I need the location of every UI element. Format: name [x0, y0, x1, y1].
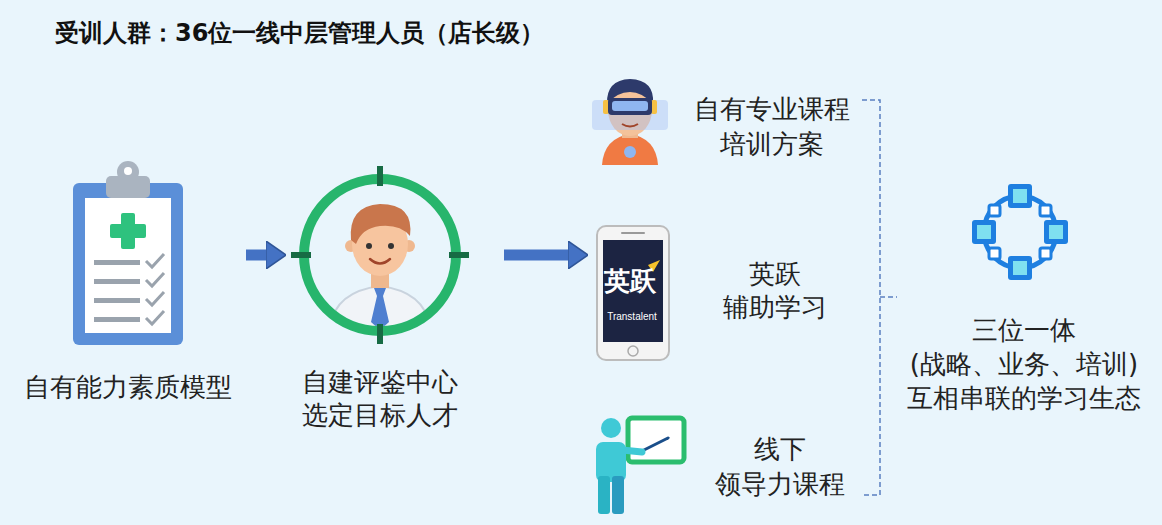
- clipboard-icon-part: [146, 292, 164, 305]
- clipboard-icon-part: [94, 298, 140, 303]
- clipboard-icon-part: [146, 254, 164, 267]
- clipboard-icon-part: [73, 183, 183, 345]
- null-part: [330, 204, 430, 330]
- icon-node: 自有能力素质模型: [15, 170, 242, 410]
- dashed-bracket: [862, 100, 897, 495]
- diagram-title: 受训人群：36位一线中层管理人员（店长级）: [55, 17, 544, 49]
- chain-icon-part: [1008, 256, 1032, 280]
- screen-label: Transtalent: [607, 311, 657, 322]
- phone-icon-part: [597, 226, 669, 360]
- node-caption: 线下 领导力课程: [700, 432, 860, 502]
- null-part-part: [388, 243, 394, 249]
- phone-icon-part: [628, 346, 638, 356]
- vr-person-icon-part: [622, 124, 638, 127]
- clipboard-icon: [73, 161, 183, 345]
- target-person-icon-part: [377, 166, 383, 186]
- target-person-icon: [291, 166, 469, 344]
- clipboard-icon-part: [146, 311, 164, 324]
- icon-node: 自有专业课程 培训方案: [585, 65, 870, 172]
- icon-node: 自建评鉴中心 选定目标人才: [290, 170, 500, 440]
- vr-person-icon-part: [602, 134, 658, 165]
- teacher-icon-part: [596, 442, 626, 482]
- phone-icon-part: [603, 240, 663, 342]
- clipboard-icon-part: [146, 273, 164, 286]
- target-person-icon-part: [377, 324, 383, 344]
- null-part-part: [370, 259, 390, 264]
- chain-icon-part: [977, 225, 991, 239]
- clipboard-icon-part: [94, 260, 140, 265]
- clipboard-icon-part: [94, 279, 140, 284]
- null-part-part: [351, 204, 411, 244]
- flow-arrow: [504, 250, 568, 261]
- chain-icon-part: [1008, 184, 1032, 208]
- node-caption: 自有能力素质模型: [17, 370, 238, 404]
- icon-node: 线下 领导力课程: [585, 410, 870, 518]
- chain-icon-part: [972, 220, 996, 244]
- phone-icon: [597, 226, 669, 360]
- vr-person-icon-part: [624, 146, 636, 158]
- null-part-part: [371, 288, 389, 330]
- chain-icon: [972, 184, 1068, 280]
- vr-person-icon-part: [612, 101, 648, 111]
- flow-arrow: [246, 250, 266, 261]
- dashed-bracket-part: [862, 100, 880, 495]
- vr-person-icon-part: [608, 98, 652, 115]
- target-person-icon-part: [291, 252, 311, 258]
- teacher-icon: [596, 418, 684, 514]
- clipboard-icon-part: [110, 224, 146, 238]
- chain-icon-part: [989, 248, 1000, 259]
- clipboard-icon-part: [106, 176, 150, 198]
- dashed-bracket-part: [880, 296, 897, 298]
- clipboard-icon-part: [85, 198, 171, 333]
- vr-person-icon: [592, 79, 668, 165]
- target-person-icon-part: [449, 252, 469, 258]
- node-caption: 英跃 辅助学习: [700, 258, 850, 324]
- target-person-icon-part: [304, 179, 456, 331]
- chain-icon-part: [1013, 261, 1027, 275]
- teacher-icon-part: [601, 418, 621, 438]
- chain-icon-part: [1044, 220, 1068, 244]
- icon-node: 三位一体 (战略、业务、培训) 互相串联的学习生态: [895, 170, 1158, 420]
- screen-label: 英跃: [604, 264, 656, 299]
- node-caption: 自建评鉴中心 选定目标人才: [295, 366, 465, 432]
- node-caption: 三位一体 (战略、业务、培训) 互相串联的学习生态: [897, 313, 1151, 415]
- clipboard-icon-part: [124, 167, 132, 175]
- teacher-icon-part: [612, 476, 624, 514]
- teacher-icon-part: [598, 476, 610, 514]
- chain-icon-part: [1013, 189, 1027, 203]
- chain-icon-part: [1040, 248, 1051, 259]
- phone-icon-part: [622, 232, 644, 234]
- clipboard-icon-part: [94, 317, 140, 322]
- chain-icon-part: [1049, 225, 1063, 239]
- teacher-icon-part: [628, 418, 684, 462]
- chain-icon-part: [989, 205, 1000, 216]
- null-part-part: [366, 243, 372, 249]
- node-caption: 自有专业课程 培训方案: [682, 92, 862, 162]
- chain-icon-part: [1040, 205, 1051, 216]
